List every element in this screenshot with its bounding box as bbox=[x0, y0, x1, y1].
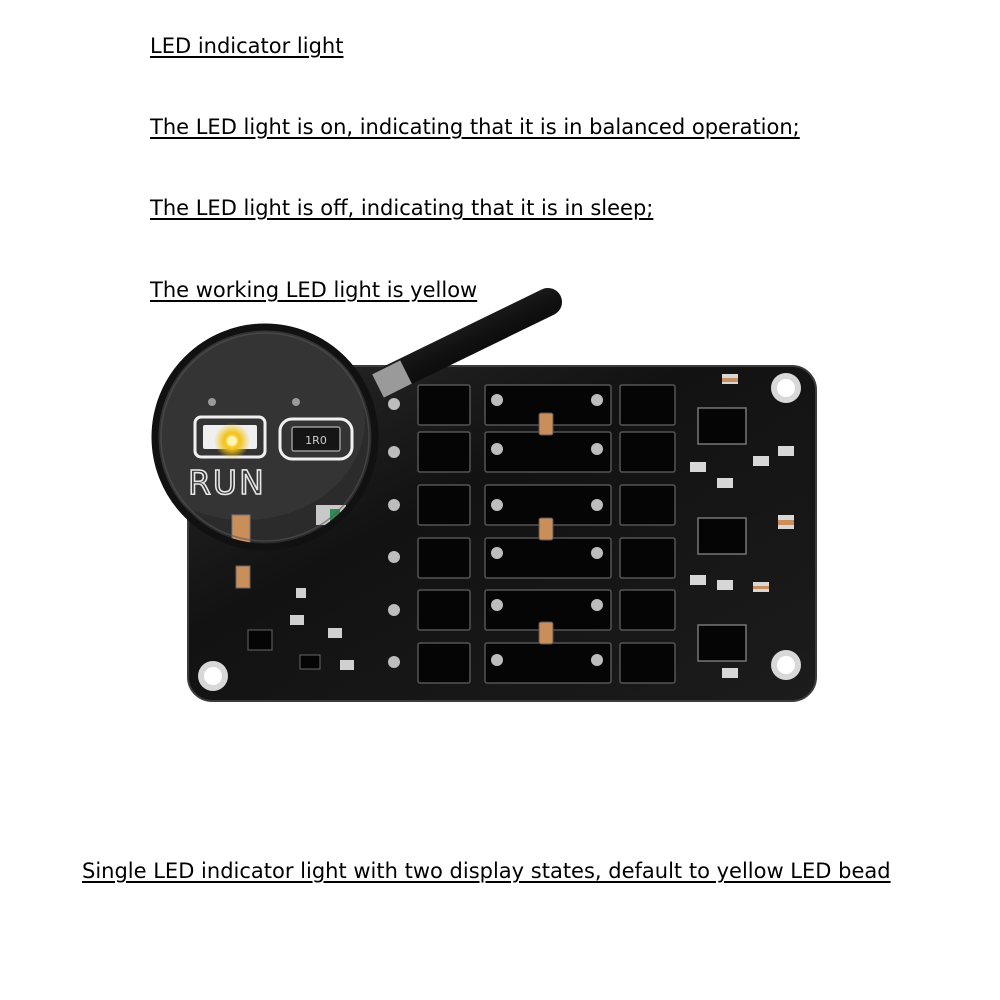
caption-two-display-states: Single LED indicator light with two disp… bbox=[82, 859, 891, 883]
resistor-marking: 1R0 bbox=[305, 434, 327, 447]
lower-left-components bbox=[235, 565, 354, 670]
magnifier-icon: 1R0 RUN bbox=[151, 288, 562, 551]
mosfet-grid bbox=[388, 384, 676, 684]
led-off-description: The LED light is off, indicating that it… bbox=[150, 196, 654, 220]
heading-led-indicator: LED indicator light bbox=[150, 34, 344, 58]
led-color-note: The working LED light is yellow bbox=[150, 278, 478, 302]
led-on-description: The LED light is on, indicating that it … bbox=[150, 115, 800, 139]
silkscreen-run-label: RUN bbox=[188, 463, 266, 502]
control-ics bbox=[690, 374, 794, 678]
mounting-holes bbox=[198, 373, 801, 691]
